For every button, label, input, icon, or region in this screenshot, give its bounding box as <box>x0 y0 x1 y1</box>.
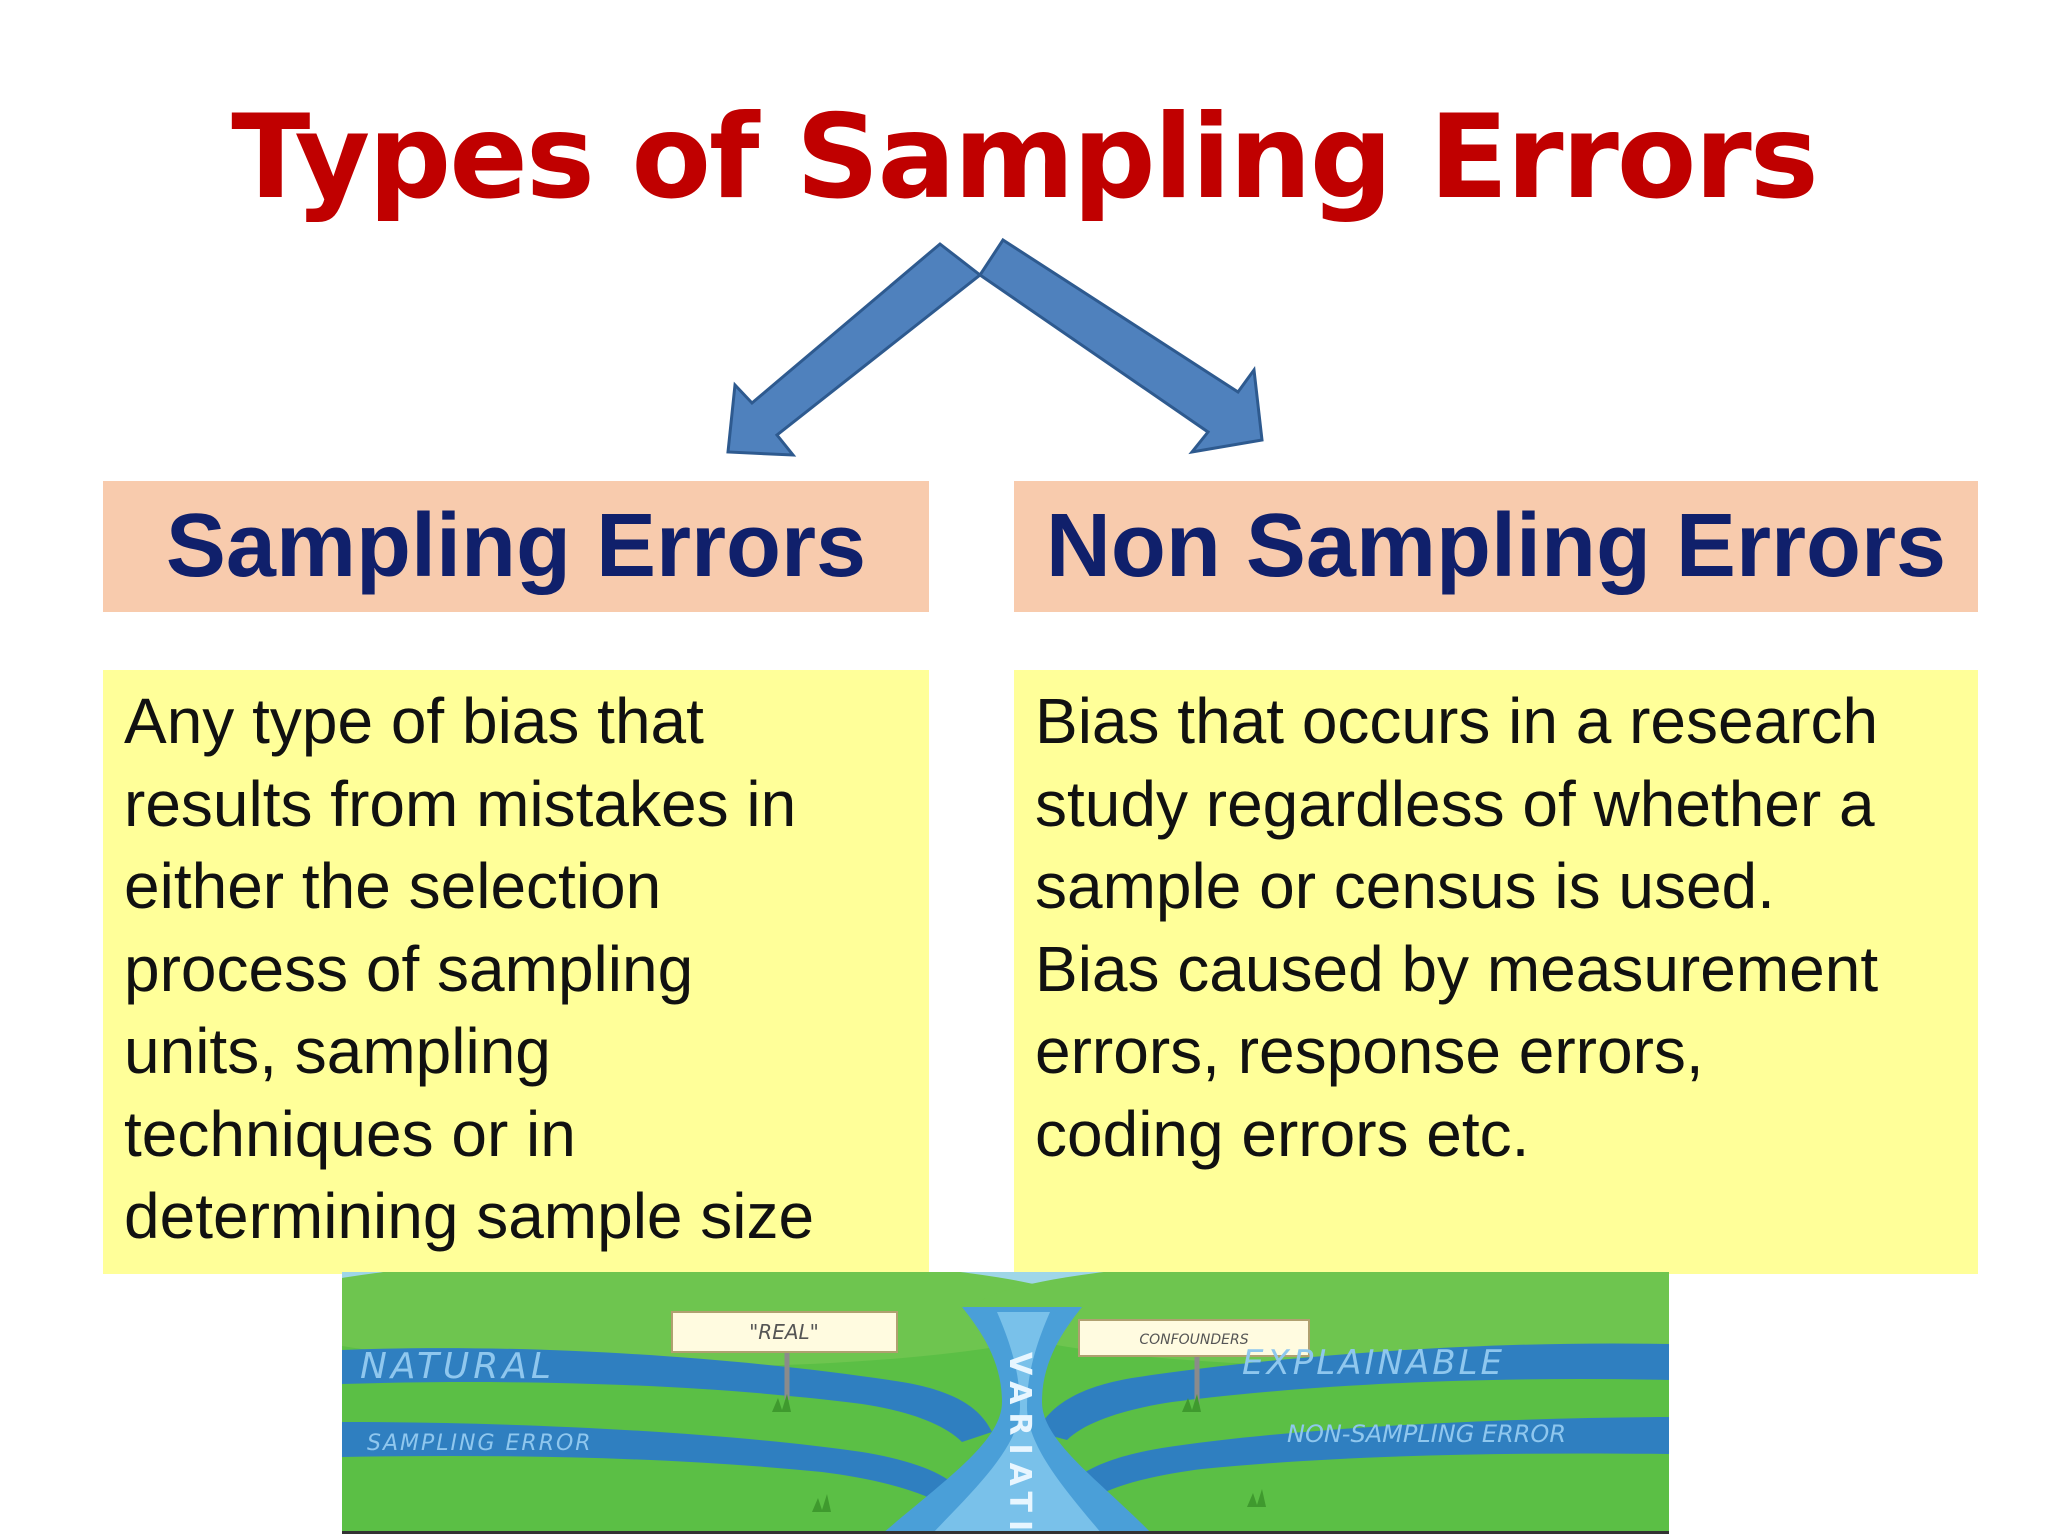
river-explainable <box>1037 1343 1669 1440</box>
sampling-errors-heading-text: Sampling Errors <box>165 496 867 596</box>
description-line: determining sample size <box>124 1180 815 1252</box>
label-non-sampling-error: NON-SAMPLING ERROR <box>1287 1420 1566 1448</box>
non-sampling-errors-description: Bias that occurs in a research study reg… <box>1014 670 1978 1274</box>
label-sampling-error: SAMPLING ERROR <box>367 1431 593 1456</box>
sampling-errors-heading: Sampling Errors <box>103 481 929 612</box>
sign-confounders-text: CONFOUNDERS <box>1139 1332 1248 1348</box>
river-illustration: "REAL" CONFOUNDERS NATURAL SAMPLING ERRO… <box>342 1272 1669 1534</box>
description-line: errors, response errors, <box>1035 1015 1704 1087</box>
non-sampling-errors-heading: Non Sampling Errors <box>1014 481 1978 612</box>
slide-title: Types of Sampling Errors <box>231 90 1819 225</box>
river-natural <box>342 1348 992 1442</box>
grass-tuft-icon <box>1182 1394 1201 1412</box>
arrow-left-icon <box>726 242 983 457</box>
grass-tuft-icon <box>772 1394 791 1412</box>
grass-tuft-icon <box>812 1494 831 1512</box>
arrow-right-icon <box>977 237 1264 455</box>
grass-tuft-icon <box>1247 1489 1266 1507</box>
description-line: units, sampling <box>124 1015 551 1087</box>
description-line: techniques or in <box>124 1097 576 1170</box>
description-line: sample or census is used. <box>1035 850 1775 922</box>
description-line: Bias caused by measurement <box>1035 932 1879 1005</box>
label-explainable: EXPLAINABLE <box>1242 1343 1505 1383</box>
description-line: process of sampling <box>124 932 694 1005</box>
river-illustration-svg: "REAL" CONFOUNDERS NATURAL SAMPLING ERRO… <box>342 1272 1669 1534</box>
description-line: study regardless of whether a <box>1035 767 1875 840</box>
river-variation <box>885 1307 1150 1531</box>
description-line: Bias that occurs in a research <box>1035 685 1879 757</box>
sign-real-text: "REAL" <box>749 1320 819 1344</box>
river-sampling-error <box>342 1422 967 1504</box>
description-line: either the selection <box>124 850 662 922</box>
river-non-sampling-error <box>1060 1417 1669 1502</box>
sampling-errors-description: Any type of bias that results from mista… <box>103 670 929 1274</box>
non-sampling-errors-heading-text: Non Sampling Errors <box>1045 496 1947 596</box>
label-natural: NATURAL <box>360 1346 555 1387</box>
label-variation: VARIATION <box>1002 1352 1037 1534</box>
description-line: Any type of bias that <box>124 685 704 757</box>
description-line: results from mistakes in <box>124 767 797 840</box>
description-line: coding errors etc. <box>1035 1097 1530 1170</box>
sign-confounders <box>1078 1319 1310 1357</box>
sign-real <box>671 1311 898 1353</box>
river-variation-highlight <box>934 1312 1100 1531</box>
